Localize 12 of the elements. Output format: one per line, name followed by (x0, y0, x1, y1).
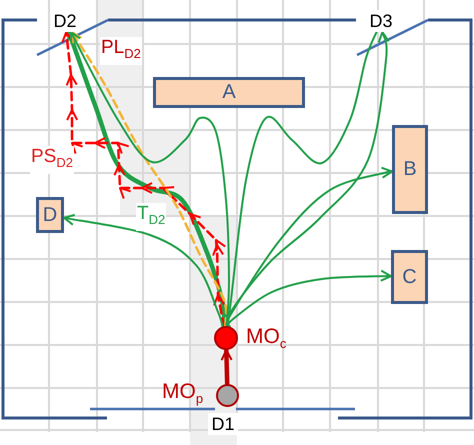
door-label: D1 (208, 413, 238, 435)
zone-box: D (36, 197, 64, 233)
edge-label: T$_{D2}$ (136, 203, 166, 231)
marker-label: MO$_{c}$ (246, 325, 286, 351)
edge-label: PS$_{D2}$ (30, 146, 74, 174)
path-arrow (220, 348, 233, 386)
zone-box: B (392, 125, 428, 214)
zone-box: C (391, 250, 428, 304)
path-arrow (63, 214, 224, 328)
edge-label: PL$_{D2}$ (100, 37, 142, 65)
marker-label: MO$_{p}$ (162, 380, 204, 406)
zone-box: A (153, 77, 305, 108)
